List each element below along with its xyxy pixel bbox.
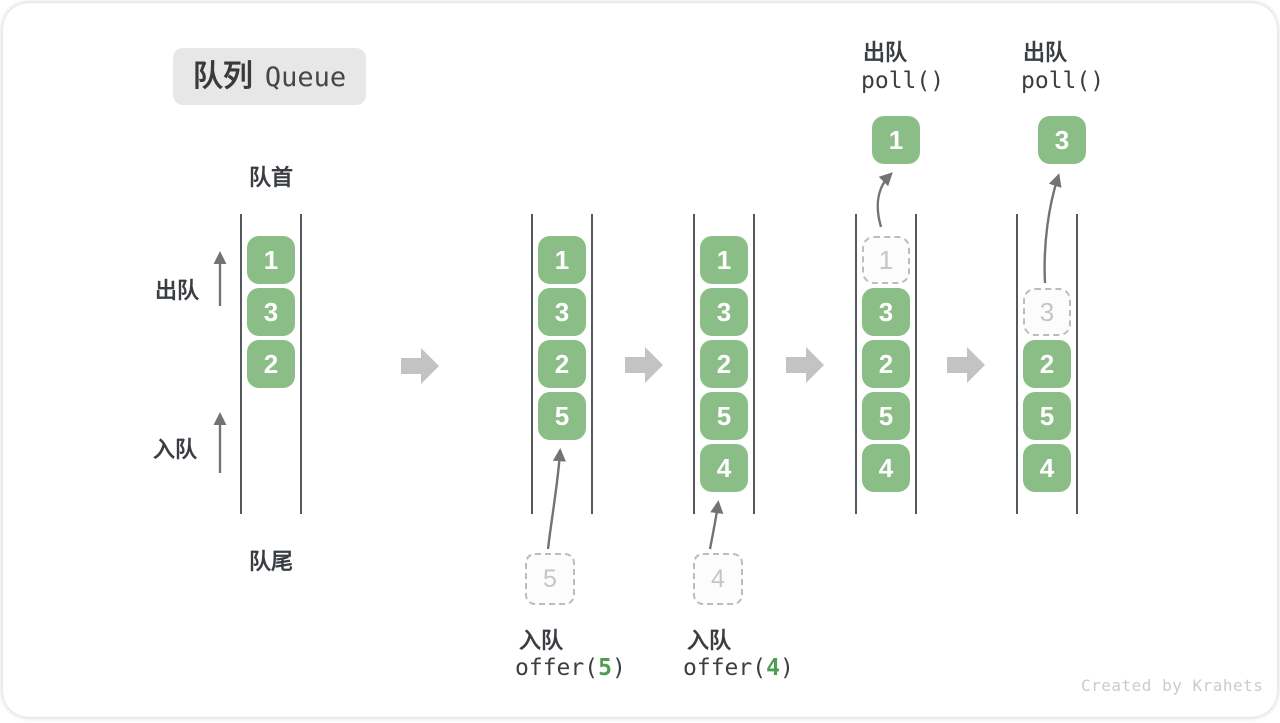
queue-cell: 2 [538,340,586,388]
queue-wall-left [693,214,695,514]
queue-cell: 4 [862,444,910,492]
code-pre: offer( [515,655,599,681]
queue-wall-right [1076,214,1078,514]
enqueue-side-label: 入队 [153,437,198,462]
transition-arrow-2 [625,347,663,383]
dequeued-value-cell: 3 [1038,116,1086,164]
queue-cell: 3 [247,288,295,336]
queue-cell: 3 [538,288,586,336]
queue-cell: 5 [538,392,586,440]
incoming-ghost-cell: 4 [693,553,743,605]
queue-cell: 2 [247,340,295,388]
queue-cell-ghost: 1 [862,236,910,284]
title-en: Queue [264,62,347,93]
enqueue-op-code: offer(5) [515,655,626,681]
dequeue-op-label: 出队 [863,40,908,65]
code-arg: 5 [598,655,612,681]
queue-cell: 2 [1023,340,1071,388]
queue-cell: 5 [862,392,910,440]
dequeue-side-label: 出队 [155,278,200,303]
dequeue-op-code: poll() [861,68,945,94]
dequeued-value-cell: 1 [872,116,920,164]
queue-cell: 2 [700,340,748,388]
dequeue-op-label: 出队 [1023,40,1068,65]
queue-cell: 3 [700,288,748,336]
queue-wall-left [855,214,857,514]
queue-cell: 1 [538,236,586,284]
queue-wall-left [240,214,242,514]
queue-cell: 5 [1023,392,1071,440]
queue-cell: 1 [247,236,295,284]
queue-cell: 2 [862,340,910,388]
queue-cell: 4 [700,444,748,492]
enqueue-op-code: offer(4) [683,655,794,681]
queue-wall-right [591,214,593,514]
queue-cell-ghost: 3 [1023,288,1071,336]
transition-arrow-1 [401,348,439,384]
code-post: ) [779,655,794,681]
queue-wall-right [753,214,755,514]
queue-cell: 3 [862,288,910,336]
queue-wall-right [300,214,302,514]
queue-wall-left [1016,214,1018,514]
queue-wall-left [531,214,533,514]
transition-arrow-4 [947,347,985,383]
title-badge: 队列 Queue [173,48,366,105]
code-pre: offer( [683,655,767,681]
queue-cell: 4 [1023,444,1071,492]
dequeue-op-code: poll() [1021,68,1105,94]
arrows-overlay [213,172,1062,550]
enqueue-op-label: 入队 [519,628,564,653]
code-post: ) [611,655,626,681]
enqueue-op-label: 入队 [687,628,732,653]
title-zh: 队列 [192,60,253,93]
watermark: Created by Krahets [1081,676,1264,695]
queue-rear-label: 队尾 [248,549,293,574]
queue-cell: 1 [700,236,748,284]
incoming-ghost-cell: 5 [525,553,575,605]
queue-front-label: 队首 [248,165,293,190]
queue-cell: 5 [700,392,748,440]
queue-wall-right [915,214,917,514]
code-arg: 4 [766,655,780,681]
transition-arrow-3 [786,347,824,383]
